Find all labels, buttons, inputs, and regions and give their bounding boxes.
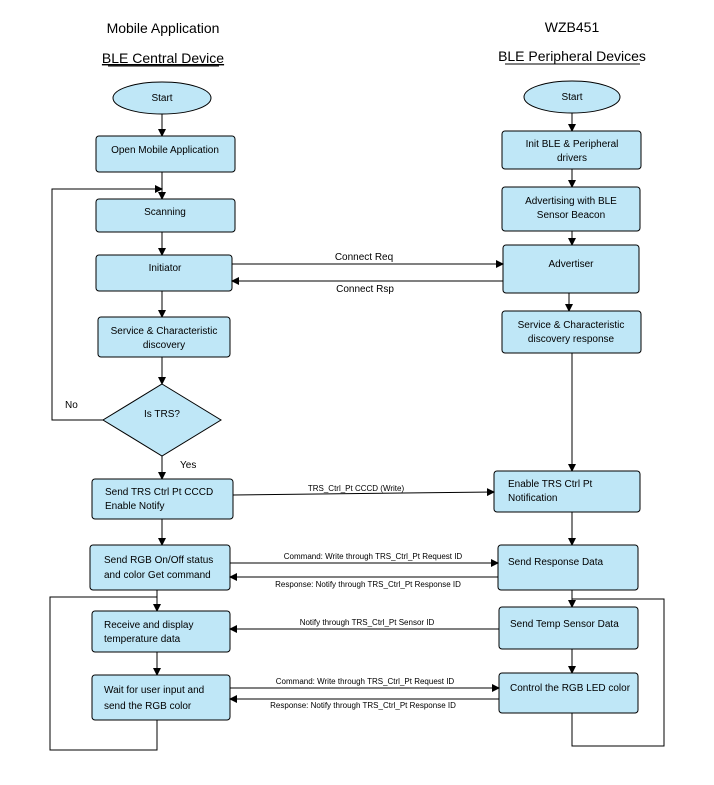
discovery-node: Service & Characteristic discovery bbox=[97, 316, 231, 358]
init-label-1: Init BLE & Peripheral bbox=[526, 139, 619, 150]
discovery-label-1: Service & Characteristic bbox=[111, 326, 218, 337]
is-trs-decision: Is TRS? bbox=[102, 383, 222, 457]
cccd-write-label: TRS_Ctrl_Pt CCCD (Write) bbox=[308, 484, 405, 493]
left-loop bbox=[49, 596, 158, 751]
left-start-label: Start bbox=[151, 93, 172, 104]
disc-resp-label-2: discovery response bbox=[528, 334, 615, 345]
send-temp-label: Send Temp Sensor Data bbox=[510, 619, 619, 630]
disc-resp-label-1: Service & Characteristic bbox=[518, 320, 625, 331]
connect-rsp-label: Connect Rsp bbox=[336, 284, 394, 295]
right-start-node: Start bbox=[523, 80, 621, 114]
rgb-command-node: Send RGB On/Off status and color Get com… bbox=[89, 544, 231, 591]
init-ble-node: Init BLE & Peripheral drivers bbox=[501, 130, 642, 170]
send-temp-node: Send Temp Sensor Data bbox=[498, 606, 639, 650]
cccd-label-2: Enable Notify bbox=[105, 501, 164, 512]
advertising-node: Advertising with BLE Sensor Beacon bbox=[501, 186, 641, 232]
adv-label-2: Sensor Beacon bbox=[537, 210, 605, 221]
left-start-node: Start bbox=[112, 81, 212, 115]
right-loop bbox=[571, 598, 665, 747]
rgb-label-1: Send RGB On/Off status bbox=[104, 555, 213, 566]
enable-label-2: Notification bbox=[508, 493, 557, 504]
enable-label-1: Enable TRS Ctrl Pt bbox=[508, 479, 593, 490]
notify-sensor-label: Notify through TRS_Ctrl_Pt Sensor ID bbox=[300, 618, 435, 627]
wait-label-1: Wait for user input and bbox=[104, 685, 204, 696]
temp-label-2: temperature data bbox=[104, 634, 181, 645]
discovery-response-node: Service & Characteristic discovery respo… bbox=[501, 310, 642, 354]
wait-label-2: send the RGB color bbox=[104, 701, 192, 712]
is-trs-label: Is TRS? bbox=[144, 409, 180, 420]
resp-notify-1-label: Response: Notify through TRS_Ctrl_Pt Res… bbox=[275, 580, 461, 589]
cccd-label-1: Send TRS Ctrl Pt CCCD bbox=[105, 487, 213, 498]
advertiser-label: Advertiser bbox=[548, 259, 594, 270]
control-rgb-label: Control the RGB LED color bbox=[510, 683, 631, 694]
initiator-node: Initiator bbox=[95, 254, 233, 292]
temp-label-1: Receive and display bbox=[104, 620, 194, 631]
scanning-label: Scanning bbox=[144, 207, 186, 218]
cmd-write-2-label: Command: Write through TRS_Ctrl_Pt Reque… bbox=[276, 677, 455, 686]
no-loop bbox=[51, 185, 163, 421]
no-label: No bbox=[65, 400, 78, 411]
wait-input-node: Wait for user input and send the RGB col… bbox=[91, 674, 231, 721]
yes-label: Yes bbox=[180, 460, 196, 471]
left-subtitle: BLE Central Device bbox=[102, 50, 224, 66]
scanning-node: Scanning bbox=[95, 198, 236, 233]
cccd-write-arrow bbox=[232, 488, 495, 497]
right-title: WZB451 bbox=[545, 19, 600, 35]
send-response-node: Send Response Data bbox=[497, 544, 639, 591]
rgb-label-2: and color Get command bbox=[104, 570, 211, 581]
open-app-node: Open Mobile Application bbox=[95, 135, 236, 173]
temp-display-node: Receive and display temperature data bbox=[91, 610, 231, 653]
send-resp-label: Send Response Data bbox=[508, 557, 604, 568]
right-subtitle: BLE Peripheral Devices bbox=[498, 48, 646, 64]
left-title: Mobile Application bbox=[107, 20, 220, 36]
discovery-label-2: discovery bbox=[143, 340, 185, 351]
open-app-label: Open Mobile Application bbox=[111, 145, 219, 156]
resp-notify-2-label: Response: Notify through TRS_Ctrl_Pt Res… bbox=[270, 701, 456, 710]
right-start-label: Start bbox=[561, 92, 582, 103]
control-rgb-node: Control the RGB LED color bbox=[498, 672, 639, 714]
initiator-label: Initiator bbox=[149, 263, 182, 274]
cccd-node: Send TRS Ctrl Pt CCCD Enable Notify bbox=[91, 478, 234, 520]
enable-notification-node: Enable TRS Ctrl Pt Notification bbox=[493, 470, 641, 513]
connect-req-label: Connect Req bbox=[335, 252, 393, 263]
advertiser-node: Advertiser bbox=[502, 244, 640, 294]
init-label-2: drivers bbox=[557, 153, 587, 164]
adv-label-1: Advertising with BLE bbox=[525, 196, 617, 207]
cmd-write-1-label: Command: Write through TRS_Ctrl_Pt Reque… bbox=[284, 552, 463, 561]
